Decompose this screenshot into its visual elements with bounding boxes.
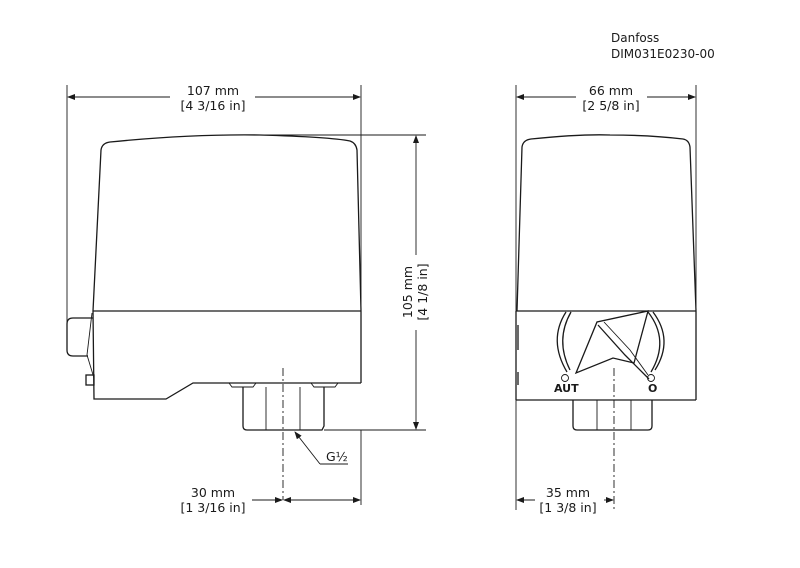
side-cover-outline (92, 134, 362, 312)
front-width-metric: 66 mm (589, 83, 633, 98)
side-connection-metric: 30 mm (191, 485, 235, 500)
front-connection-dimension: 35 mm [1 3/8 in] (516, 485, 614, 515)
side-connector (242, 387, 325, 431)
front-view: 66 mm [2 5/8 in] AUT O (515, 83, 697, 515)
front-cover-outline (516, 134, 697, 312)
side-width-dimension: 107 mm [4 3/16 in] (66, 83, 362, 340)
title-block: Danfoss DIM031E0230-00 (611, 31, 715, 61)
front-connector (572, 400, 653, 431)
front-connection-metric: 35 mm (546, 485, 590, 500)
aut-indicator (561, 374, 569, 382)
selector-lever[interactable] (574, 310, 649, 375)
dial-label-aut: AUT (554, 382, 579, 395)
side-connection-imperial: [1 3/16 in] (180, 500, 245, 515)
thread-callout-label: G½ (326, 449, 348, 464)
side-connection-dimension: 30 mm [1 3/16 in] (180, 430, 362, 515)
side-width-metric: 107 mm (187, 83, 239, 98)
side-view: 107 mm [4 3/16 in] 105 mm [4 1/8 in] (66, 83, 430, 515)
side-height-metric: 105 mm (400, 266, 415, 318)
cable-gland (66, 317, 93, 357)
off-indicator (647, 374, 655, 382)
dial-label-off: O (648, 382, 657, 395)
manufacturer-label: Danfoss (611, 31, 659, 45)
front-width-dimension: 66 mm [2 5/8 in] (515, 83, 697, 510)
thread-callout: G½ (294, 431, 348, 465)
front-width-imperial: [2 5/8 in] (582, 98, 639, 113)
side-height-dimension: 105 mm [4 1/8 in] (262, 134, 430, 431)
front-connection-imperial: [1 3/8 in] (539, 500, 596, 515)
side-height-imperial: [4 1/8 in] (415, 263, 430, 320)
selector-dial[interactable]: AUT O (554, 310, 665, 395)
side-width-imperial: [4 3/16 in] (180, 98, 245, 113)
drawing-number-label: DIM031E0230-00 (611, 47, 715, 61)
